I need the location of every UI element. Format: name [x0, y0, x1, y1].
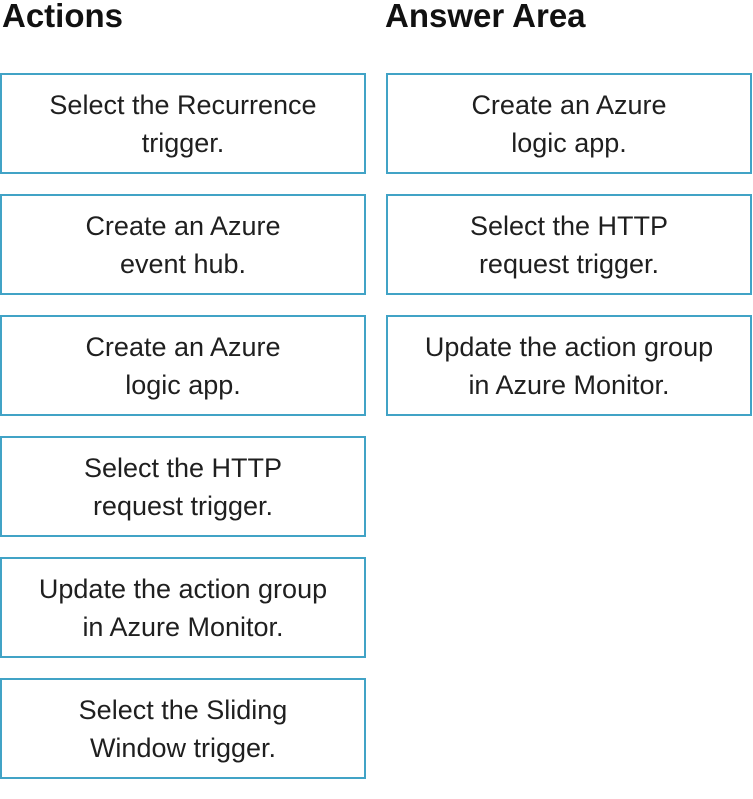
action-card-label: Select the Recurrence trigger.	[49, 89, 317, 158]
action-card-create-event-hub[interactable]: Create an Azure event hub.	[0, 194, 366, 295]
action-card-create-logic-app[interactable]: Create an Azure logic app.	[0, 315, 366, 416]
action-card-label: Create an Azure logic app.	[85, 331, 281, 400]
action-card-http-request-trigger[interactable]: Select the HTTP request trigger.	[0, 436, 366, 537]
answer-card-label: Select the HTTP request trigger.	[469, 210, 669, 279]
answer-card-label: Update the action group in Azure Monitor…	[424, 331, 714, 400]
actions-heading: Actions	[2, 0, 124, 34]
action-card-label: Select the Sliding Window trigger.	[78, 694, 288, 763]
action-card-label: Update the action group in Azure Monitor…	[38, 573, 328, 642]
action-card-label: Create an Azure event hub.	[85, 210, 281, 279]
answer-card-http-request-trigger[interactable]: Select the HTTP request trigger.	[386, 194, 752, 295]
action-card-sliding-window-trigger[interactable]: Select the Sliding Window trigger.	[0, 678, 366, 779]
answer-area-heading: Answer Area	[385, 0, 586, 34]
answer-card-create-logic-app[interactable]: Create an Azure logic app.	[386, 73, 752, 174]
answer-card-update-action-group[interactable]: Update the action group in Azure Monitor…	[386, 315, 752, 416]
answer-area-list: Create an Azure logic app. Select the HT…	[386, 73, 752, 436]
actions-list: Select the Recurrence trigger. Create an…	[0, 73, 366, 799]
action-card-recurrence-trigger[interactable]: Select the Recurrence trigger.	[0, 73, 366, 174]
action-card-update-action-group[interactable]: Update the action group in Azure Monitor…	[0, 557, 366, 658]
action-card-label: Select the HTTP request trigger.	[83, 452, 283, 521]
answer-card-label: Create an Azure logic app.	[471, 89, 667, 158]
